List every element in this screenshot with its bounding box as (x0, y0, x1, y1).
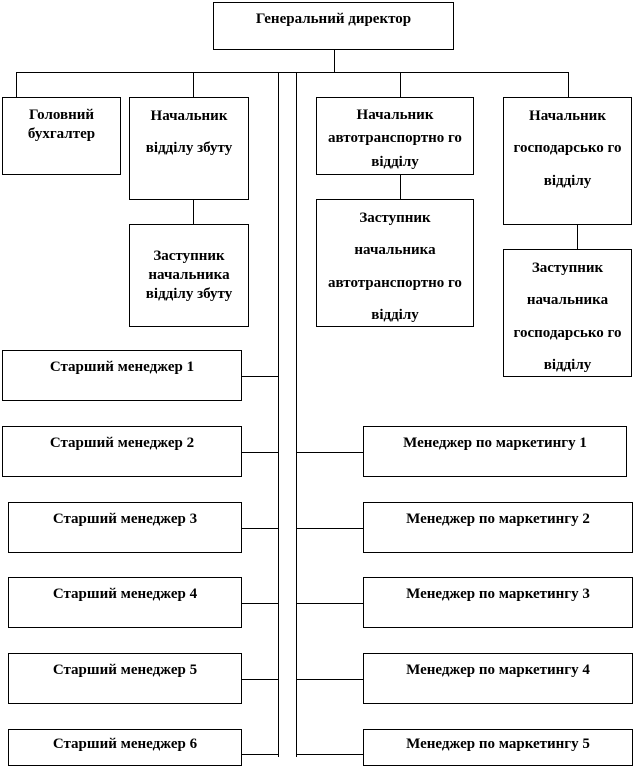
household-deputy-label: Заступник начальника господарсько го від… (513, 260, 622, 373)
marketing-manager-box: Менеджер по маркетингу 2 (363, 502, 633, 553)
senior-manager-label: Старший менеджер 6 (52, 736, 198, 752)
right-trunk (296, 72, 297, 757)
sales-deputy-label: Заступник начальника відділу збуту (145, 248, 233, 302)
sales-drop (193, 72, 194, 98)
senior-manager-box: Старший менеджер 5 (8, 653, 242, 704)
ceo-label: Генеральний директор (255, 11, 412, 27)
marketing-connector (296, 679, 363, 680)
senior-manager-label: Старший менеджер 1 (49, 359, 195, 375)
sales-head-label: Начальник відділу збуту (145, 108, 233, 157)
marketing-manager-box: Менеджер по маркетингу 3 (363, 577, 633, 628)
chief-accountant-box: Головний бухгалтер (2, 97, 121, 175)
senior-manager-box: Старший менеджер 3 (8, 502, 242, 553)
household-to-deputy (577, 225, 578, 250)
left-trunk (278, 72, 279, 757)
transport-deputy-box: Заступник начальника автотранспортно го … (316, 199, 474, 327)
transport-head-label: Начальник автотранспортно го відділу (328, 107, 462, 170)
chief-accountant-label: Головний бухгалтер (27, 107, 96, 142)
household-head-box: Начальник господарсько го відділу (503, 97, 632, 225)
sales-deputy-box: Заступник начальника відділу збуту (129, 224, 249, 327)
marketing-connector (296, 452, 363, 453)
marketing-connector (296, 754, 363, 755)
marketing-connector (296, 603, 363, 604)
ceo-stem (334, 49, 335, 72)
marketing-manager-label: Менеджер по маркетингу 2 (406, 511, 590, 527)
marketing-manager-label: Менеджер по маркетингу 1 (403, 435, 587, 451)
top-bus (16, 72, 569, 73)
senior-manager-label: Старший менеджер 5 (52, 662, 198, 678)
senior-connector (242, 679, 278, 680)
marketing-connector (296, 528, 363, 529)
senior-connector (242, 603, 278, 604)
transport-head-box: Начальник автотранспортно го відділу (316, 97, 474, 175)
household-head-label: Начальник господарсько го відділу (513, 108, 622, 189)
sales-head-box: Начальник відділу збуту (129, 97, 249, 200)
senior-connector (242, 376, 278, 377)
ceo-box: Генеральний директор (213, 2, 454, 50)
marketing-manager-label: Менеджер по маркетингу 4 (406, 662, 590, 678)
transport-to-deputy (400, 175, 401, 199)
senior-connector (242, 452, 278, 453)
household-drop (568, 72, 569, 98)
senior-connector (242, 754, 278, 755)
marketing-manager-label: Менеджер по маркетингу 5 (406, 736, 590, 752)
senior-manager-label: Старший менеджер 2 (49, 435, 195, 451)
household-deputy-box: Заступник начальника господарсько го від… (503, 249, 632, 377)
senior-manager-box: Старший менеджер 1 (2, 350, 242, 401)
sales-to-deputy (193, 200, 194, 225)
marketing-manager-box: Менеджер по маркетингу 4 (363, 653, 633, 704)
marketing-manager-label: Менеджер по маркетингу 3 (406, 586, 590, 602)
senior-manager-box: Старший менеджер 2 (2, 426, 242, 477)
senior-connector (242, 528, 278, 529)
transport-drop (400, 72, 401, 98)
senior-manager-box: Старший менеджер 6 (8, 729, 242, 766)
marketing-manager-box: Менеджер по маркетингу 1 (363, 426, 627, 477)
senior-manager-label: Старший менеджер 4 (52, 586, 198, 602)
senior-manager-label: Старший менеджер 3 (52, 511, 198, 527)
transport-deputy-label: Заступник начальника автотранспортно го … (328, 210, 462, 323)
senior-manager-box: Старший менеджер 4 (8, 577, 242, 628)
accountant-drop (16, 72, 17, 98)
marketing-manager-box: Менеджер по маркетингу 5 (363, 729, 633, 766)
